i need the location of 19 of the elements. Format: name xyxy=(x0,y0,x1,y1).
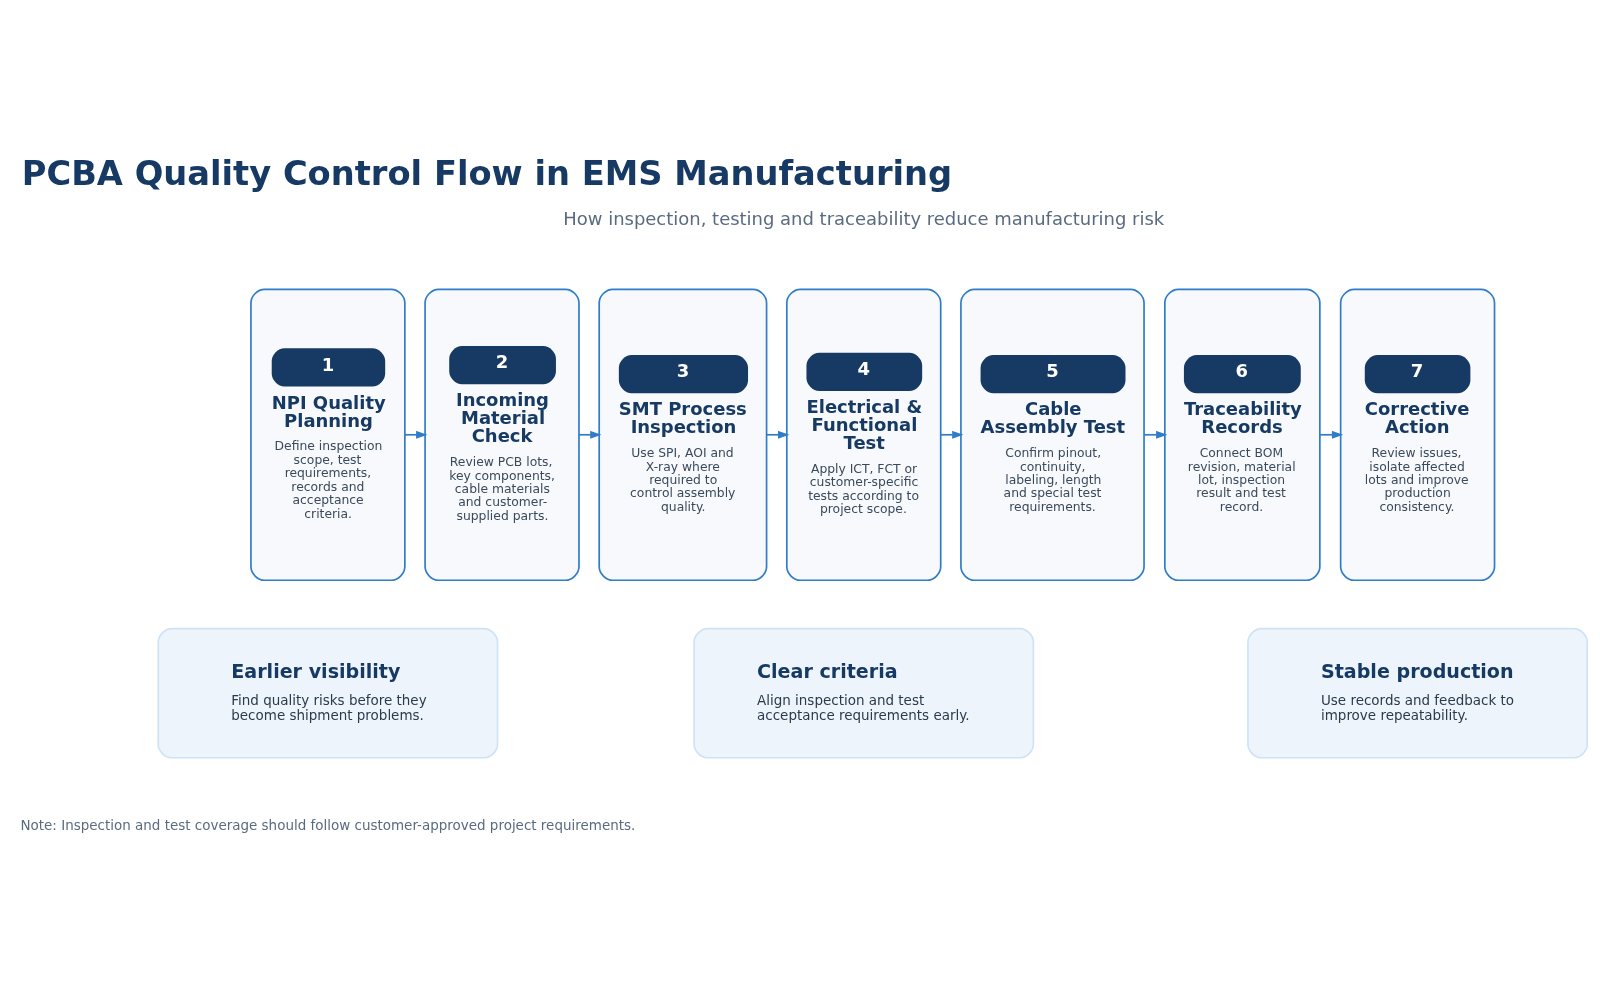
node-box: Earlier visibility Find quality risks before they become shipment problems. xyxy=(157,627,499,759)
node-box: 1 NPI Quality Planning Define inspection scope, test requirements, records and acceptance criteria. xyxy=(250,287,406,581)
arrow xyxy=(939,430,964,439)
arrow xyxy=(1319,430,1344,439)
arrow xyxy=(404,430,428,439)
node-box: 5 Cable Assembly Test Confirm pinout, continuity, labeling, length and special test requirements. xyxy=(960,287,1145,581)
node-box: 2 Incoming Material Check Review PCB lots, key components, cable materials and customer-supplied parts. xyxy=(424,287,580,581)
node-box: Clear criteria Align inspection and test acceptance requirements early. xyxy=(693,627,1035,759)
node-box: Stable production Use records and feedback to improve repeatability. xyxy=(1247,627,1589,759)
arrow xyxy=(1143,430,1168,439)
diagram-title: PCBA Quality Control Flow in EMS Manufacturing xyxy=(21,153,953,193)
label: How inspection, testing and traceability reduce manufacturing risk xyxy=(563,207,1165,229)
node-box: 6 Traceability Records Connect BOM revision, material lot, inspection result and test record. xyxy=(1163,287,1321,581)
arrow xyxy=(578,430,602,439)
node-box: 4 Electrical & Functional Test Apply ICT, FCT or customer-specific tests according to project scope. xyxy=(785,287,942,581)
node-box: 3 SMT Process Inspection Use SPI, AOI and X-ray where required to control assembly quality. xyxy=(598,287,768,581)
arrow xyxy=(765,430,790,439)
node-box: 7 Corrective Action Review issues, isolate affected lots and improve production consistency. xyxy=(1339,287,1496,581)
label: Note: Inspection and test coverage should follow customer-approved project requirements. xyxy=(20,816,636,833)
